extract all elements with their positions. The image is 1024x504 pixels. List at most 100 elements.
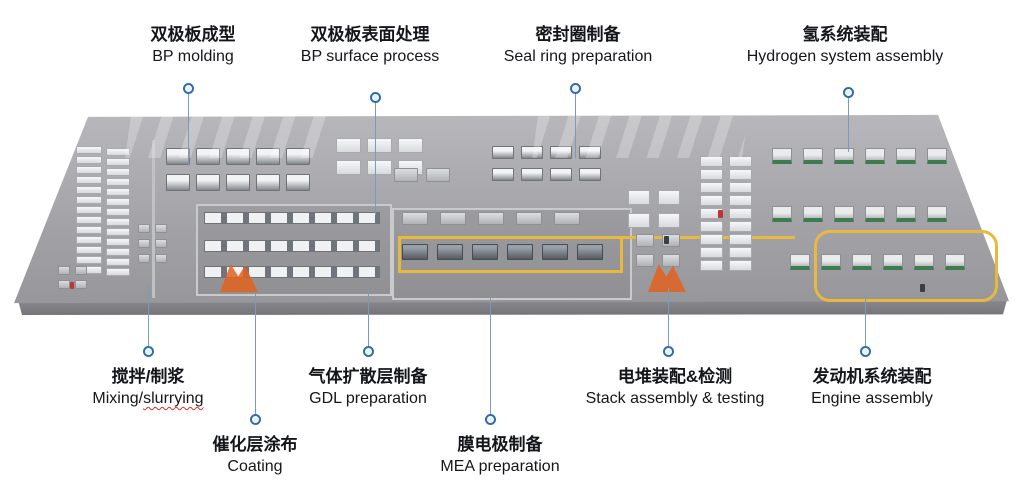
machine-block xyxy=(426,168,450,182)
machine-block xyxy=(58,266,70,275)
machine-block xyxy=(155,254,167,263)
label-stack: 电堆装配&检测 Stack assembly & testing xyxy=(555,366,795,410)
label-bp-surface-zh: 双极板表面处理 xyxy=(310,25,430,44)
label-stack-zh: 电堆装配&检测 xyxy=(617,367,733,386)
leader-line-hydrogen xyxy=(848,98,849,152)
leader-dot-hydrogen xyxy=(843,87,854,98)
machine-block xyxy=(402,244,428,260)
label-gdl: 气体扩散层制备 GDL preparation xyxy=(258,366,478,410)
machine-block xyxy=(628,213,650,228)
agv-marker xyxy=(920,284,925,292)
machine-block xyxy=(803,206,823,222)
machine-block xyxy=(865,206,885,222)
conveyor-path xyxy=(398,270,623,273)
conveyor-path xyxy=(398,236,623,239)
machine-block xyxy=(729,195,752,206)
leader-dot-coating xyxy=(250,414,261,425)
label-coating-zh: 催化层涂布 xyxy=(212,435,298,454)
machine-block xyxy=(76,236,102,244)
machine-block xyxy=(155,224,167,233)
leader-line-mea xyxy=(490,298,491,414)
machine-block xyxy=(772,148,792,164)
machine-block xyxy=(106,158,130,166)
label-hydrogen-en: Hydrogen system assembly xyxy=(746,48,944,65)
machine-block xyxy=(636,234,654,247)
machine-block xyxy=(138,239,150,248)
machine-block xyxy=(729,247,752,258)
machine-block xyxy=(945,254,965,270)
machine-block xyxy=(700,169,723,180)
leader-dot-bp-molding xyxy=(183,83,194,94)
machine-block xyxy=(106,148,130,156)
machine-block xyxy=(367,138,392,153)
machine-block xyxy=(336,160,361,175)
machine-block xyxy=(286,174,310,191)
machine-block xyxy=(554,212,580,225)
machine-block xyxy=(166,148,190,165)
machine-block xyxy=(106,188,130,196)
machine-block xyxy=(106,238,130,246)
machine-block xyxy=(166,174,190,191)
machine-block xyxy=(76,256,102,264)
label-seal-ring-en: Seal ring preparation xyxy=(503,48,653,65)
label-seal-ring: 密封圈制备 Seal ring preparation xyxy=(458,24,698,68)
label-mixing: 搅拌/制浆 Mixing/slurrying xyxy=(48,366,248,410)
machine-block xyxy=(628,190,650,205)
label-mixing-en: Mixing/slurrying xyxy=(92,390,204,407)
label-engine-zh: 发动机系统装配 xyxy=(812,367,932,386)
label-gdl-en: GDL preparation xyxy=(309,390,427,407)
machine-block xyxy=(367,160,392,175)
machine-block xyxy=(76,246,102,254)
machine-block xyxy=(155,239,167,248)
label-mea: 膜电极制备 MEA preparation xyxy=(390,434,610,478)
leader-line-bp-surface xyxy=(375,103,376,215)
machine-block xyxy=(402,212,428,225)
machine-block xyxy=(76,186,102,194)
machine-block xyxy=(106,198,130,206)
leader-line-bp-molding xyxy=(188,94,189,166)
misspelled-word: slurrying xyxy=(143,390,204,407)
machine-block xyxy=(138,254,150,263)
label-hydrogen: 氢系统装配 Hydrogen system assembly xyxy=(705,24,985,68)
machine-block xyxy=(658,190,680,205)
machine-block xyxy=(579,146,601,159)
machine-block xyxy=(76,216,102,224)
leader-dot-mixing xyxy=(143,346,154,357)
extinguisher-marker xyxy=(70,282,74,289)
machine-block xyxy=(516,212,542,225)
machine-block xyxy=(106,268,130,276)
machine-block xyxy=(821,254,841,270)
leader-dot-stack xyxy=(663,346,674,357)
machine-block xyxy=(834,206,854,222)
label-mixing-zh: 搅拌/制浆 xyxy=(111,367,185,386)
machine-block xyxy=(927,206,947,222)
label-engine-en: Engine assembly xyxy=(811,390,933,407)
machine-block xyxy=(256,174,280,191)
label-engine: 发动机系统装配 Engine assembly xyxy=(752,366,992,410)
machine-block xyxy=(729,234,752,245)
leader-line-seal-ring xyxy=(575,94,576,158)
label-bp-molding: 双极板成型 BP molding xyxy=(93,24,293,68)
machine-block xyxy=(914,254,934,270)
machine-block xyxy=(478,212,504,225)
machine-block xyxy=(106,248,130,256)
label-bp-surface-en: BP surface process xyxy=(300,48,440,65)
machine-block xyxy=(896,206,916,222)
floor-front-edge xyxy=(18,300,1007,315)
machine-block xyxy=(700,247,723,258)
machine-block xyxy=(106,258,130,266)
watermark-logo xyxy=(532,116,748,158)
machine-block xyxy=(106,228,130,236)
machine-block xyxy=(196,148,220,165)
machine-block xyxy=(729,169,752,180)
leader-dot-bp-surface xyxy=(370,92,381,103)
machine-block xyxy=(803,148,823,164)
machine-block xyxy=(729,156,752,167)
machine-block xyxy=(852,254,872,270)
machine-block xyxy=(286,148,310,165)
machine-block xyxy=(507,244,533,260)
conveyor-loop xyxy=(814,230,998,302)
label-bp-surface: 双极板表面处理 BP surface process xyxy=(260,24,480,68)
conveyor-path xyxy=(398,236,401,273)
